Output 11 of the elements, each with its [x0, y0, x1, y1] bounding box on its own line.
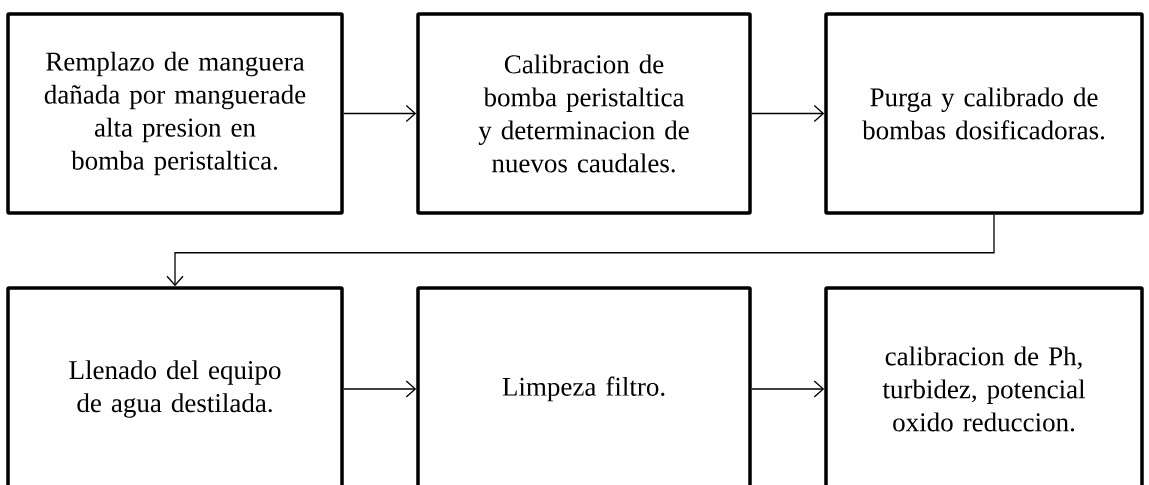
- process-box: Limpeza filtro.: [416, 286, 752, 485]
- process-box: Remplazo de manguera dañada por manguerade alta presion en bomba peristaltica.: [6, 12, 344, 215]
- arrow: [343, 104, 417, 123]
- process-box: calibracion de Ph, turbidez, potencial oxido reduccion.: [824, 286, 1144, 485]
- process-box: Purga y calibrado de bombas dosificadoras.: [824, 12, 1144, 215]
- arrow: [751, 104, 825, 123]
- process-box: Calibracion de bomba peristaltica y determinacion de nuevos caudales.: [416, 12, 752, 215]
- arrow: [343, 380, 417, 398]
- process-box: Llenado del equipo de agua destilada.: [6, 286, 344, 485]
- arrow: [751, 380, 825, 398]
- arrow: [166, 214, 995, 287]
